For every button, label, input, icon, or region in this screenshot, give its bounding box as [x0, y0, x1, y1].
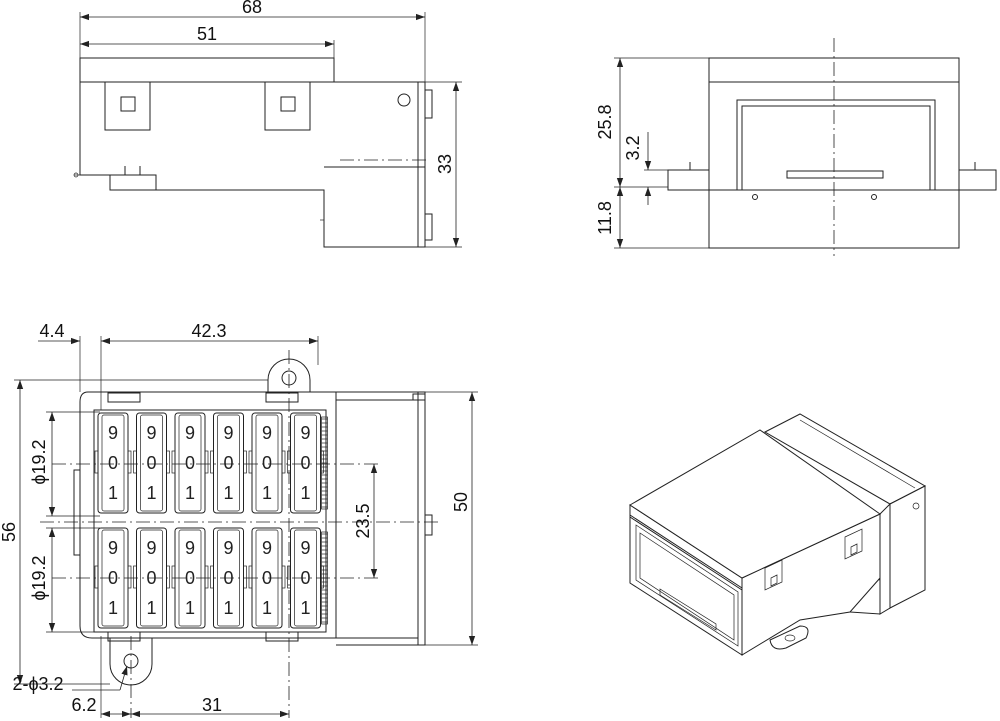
- side-view: 25.8 3.2 11.8: [595, 38, 997, 256]
- dim-wheel-dia-top: ϕ19.2: [29, 439, 49, 484]
- wheel-digit: 0: [185, 453, 195, 473]
- dim-hole-spec: 2-ϕ3.2: [12, 674, 63, 694]
- front-view: 68 51 33: [73, 0, 462, 248]
- wheel-digit: 9: [185, 538, 195, 558]
- dim-side-total: 25.8: [595, 104, 615, 139]
- wheel-digit: 1: [300, 598, 310, 618]
- wheel-digit: 9: [300, 538, 310, 558]
- wheel-top-4: 9 0 1: [210, 412, 247, 514]
- wheel-digit: 1: [185, 483, 195, 503]
- dim-mount-span: 42.3: [191, 321, 226, 341]
- wheel-digit: 9: [223, 538, 233, 558]
- wheel-digit: 9: [300, 423, 310, 443]
- dim-wheel-dia-bottom: ϕ19.2: [29, 555, 49, 600]
- ratchet-gear-top: [321, 416, 328, 510]
- dim-mount-offset: 4.4: [39, 321, 64, 341]
- wheel-digit: 1: [223, 598, 233, 618]
- wheel-digit: 1: [108, 598, 118, 618]
- wheel-digit: 1: [262, 598, 272, 618]
- wheel-top-2: 9 0 1: [133, 412, 170, 514]
- dim-body-height: 50: [451, 492, 471, 512]
- dim-body-width: 51: [197, 24, 217, 44]
- isometric-view: [629, 413, 927, 656]
- wheel-digit: 1: [223, 483, 233, 503]
- wheel-digit: 0: [262, 568, 272, 588]
- wheel-digit: 9: [146, 423, 156, 443]
- wheel-digit: 1: [262, 483, 272, 503]
- wheel-top-6: 9 0 1: [287, 412, 324, 514]
- wheel-digit: 9: [223, 423, 233, 443]
- dim-side-base: 11.8: [595, 201, 615, 235]
- wheel-digit: 1: [146, 483, 156, 503]
- wheel-digit: 1: [108, 483, 118, 503]
- wheel-digit: 9: [262, 538, 272, 558]
- wheel-digit: 1: [185, 598, 195, 618]
- dim-overall-width: 68: [242, 0, 262, 17]
- wheel-digit: 0: [262, 453, 272, 473]
- wheel-top-5: 9 0 1: [248, 412, 286, 514]
- wheel-digit: 1: [300, 483, 310, 503]
- dim-row-pitch: 23.5: [353, 503, 373, 538]
- wheel-digit: 0: [300, 453, 310, 473]
- wheel-digit: 0: [223, 453, 233, 473]
- dim-hole-offset: 6.2: [71, 695, 96, 715]
- wheel-top-1: 9 0 1: [94, 412, 132, 514]
- wheel-digit: 9: [185, 423, 195, 443]
- wheel-digit: 0: [146, 453, 156, 473]
- wheel-digit: 9: [108, 538, 118, 558]
- dim-overall-height: 56: [0, 522, 19, 542]
- wheel-digit: 0: [108, 453, 118, 473]
- dim-side-step: 3.2: [623, 135, 643, 160]
- wheel-digit: 9: [108, 423, 118, 443]
- wheel-digit: 9: [262, 423, 272, 443]
- wheel-digit: 9: [146, 538, 156, 558]
- dim-hole-pitch: 31: [202, 695, 222, 715]
- wheel-digit: 1: [146, 598, 156, 618]
- dim-front-height: 33: [435, 154, 455, 174]
- wheel-top-3: 9 0 1: [171, 412, 209, 514]
